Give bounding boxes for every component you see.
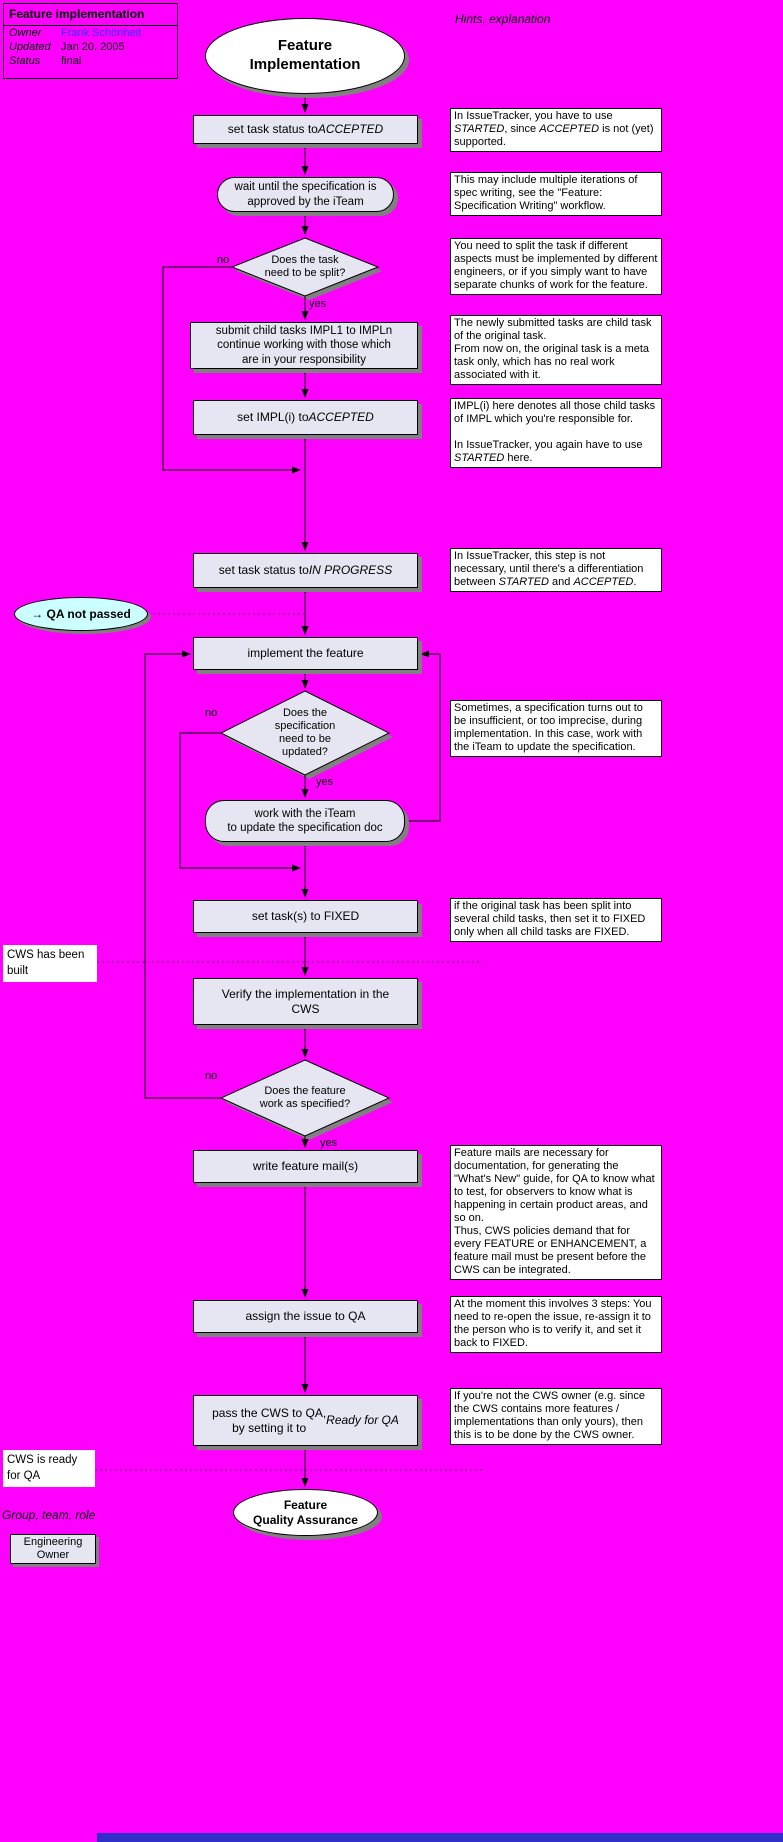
split-no-label: no xyxy=(217,254,230,266)
milestone-cws-ready: CWS is ready for QA xyxy=(3,1450,95,1488)
end-node: Feature Quality Assurance xyxy=(233,1489,378,1536)
status-row: Status final xyxy=(4,54,177,68)
hint-spec-update: Sometimes, a specification turns out to … xyxy=(450,700,662,757)
updated-row: Updated Jan 20, 2005 xyxy=(4,40,177,54)
step-pass-cws-to-qa: pass the CWS to QA, by setting it to Rea… xyxy=(193,1395,418,1446)
role-engineering-owner: Engineering Owner xyxy=(10,1534,96,1564)
works-yes-label: yes xyxy=(320,1137,338,1149)
step-set-fixed: set task(s) to FIXED xyxy=(193,900,418,933)
flow-arrows xyxy=(144,95,441,1487)
event-qa-not-passed: → QA not passed xyxy=(14,597,148,631)
status-value: final xyxy=(61,55,82,67)
decision-spec-update: Does the specification need to be update… xyxy=(274,707,336,758)
hint-pass-cws-to-qa: If you're not the CWS owner (e.g. since … xyxy=(450,1388,662,1445)
spec-update-yes-label: yes xyxy=(316,776,334,788)
arrow-works-no-loop xyxy=(144,650,221,1099)
step-assign-to-qa: assign the issue to QA xyxy=(193,1300,418,1333)
hint-set-in-progress: In IssueTracker, this step is not necess… xyxy=(450,548,662,592)
step-set-in-progress: set task status to IN PROGRESS xyxy=(193,553,418,588)
status-label: Status xyxy=(9,55,41,67)
step-set-impl-accepted: set IMPL(i) to ACCEPTED xyxy=(193,400,418,435)
dashed-links xyxy=(95,613,483,1471)
document-info-box: Feature implementation Owner Frank Schönh… xyxy=(3,3,178,79)
split-yes-label: yes xyxy=(309,298,327,310)
start-node: Feature Implementation xyxy=(205,18,405,94)
decision-works-as-specified: Does the feature work as specified? xyxy=(259,1085,351,1110)
step-wait-spec-approved: wait until the specification is approved… xyxy=(217,177,394,212)
hint-submit-child-tasks: The newly submitted tasks are child task… xyxy=(450,315,662,385)
hints-heading: Hints, explanation xyxy=(455,12,551,26)
owner-label: Owner xyxy=(9,27,42,39)
hint-write-feature-mail: Feature mails are necessary for document… xyxy=(450,1145,662,1280)
hint-split-decision: You need to split the task if different … xyxy=(450,238,662,295)
decision-task-split: Does the task need to be split? xyxy=(264,254,346,279)
step-update-spec: work with the iTeam to update the specif… xyxy=(205,800,405,842)
updated-label: Updated xyxy=(9,41,51,53)
hint-wait-spec: This may include multiple iterations of … xyxy=(450,172,662,216)
hint-set-impl-accepted: IMPL(i) here denotes all those child tas… xyxy=(450,398,662,468)
arrow-updatespec-loop-to-implement xyxy=(405,650,441,822)
milestone-cws-built: CWS has been built xyxy=(3,945,97,983)
step-set-task-accepted: set task status to ACCEPTED xyxy=(193,115,418,144)
works-no-label: no xyxy=(205,1070,218,1082)
step-submit-child-tasks: submit child tasks IMPL1 to IMPLn contin… xyxy=(190,322,418,369)
hint-set-fixed: if the original task has been split into… xyxy=(450,898,662,942)
document-title: Feature implementation xyxy=(4,4,177,26)
step-implement-feature: implement the feature xyxy=(193,637,418,670)
spec-update-no-label: no xyxy=(205,707,218,719)
arrow-split-no-bypass xyxy=(162,266,301,474)
bottom-window-edge xyxy=(97,1833,783,1842)
owner-link[interactable]: Frank Schönheit xyxy=(61,27,142,39)
step-verify-cws: Verify the implementation in the CWS xyxy=(193,978,418,1025)
owner-row: Owner Frank Schönheit xyxy=(4,26,177,40)
hint-assign-to-qa: At the moment this involves 3 steps: You… xyxy=(450,1296,662,1353)
legend-group-team-role: Group, team, role xyxy=(2,1508,96,1522)
updated-value: Jan 20, 2005 xyxy=(61,41,125,53)
arrow-spec-no-bypass xyxy=(179,732,301,872)
step-write-feature-mail: write feature mail(s) xyxy=(193,1150,418,1183)
hint-set-task-accepted: In IssueTracker, you have to use STARTED… xyxy=(450,108,662,152)
